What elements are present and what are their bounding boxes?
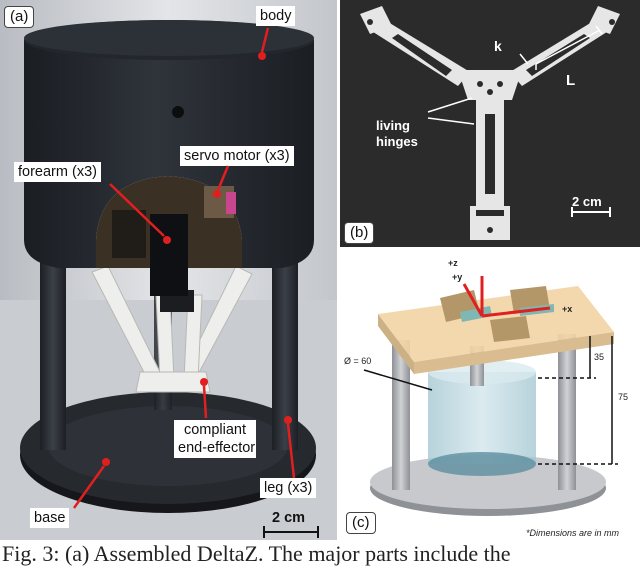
dimension-k-label: k [494, 38, 502, 54]
dimensions-note: *Dimensions are in mm [526, 528, 620, 538]
photo-panel-b: (b) k L living hinges 2 cm [340, 0, 640, 247]
living-hinges-line1: living [376, 118, 410, 133]
callout-forearm: forearm (x3) [14, 162, 101, 182]
axis-y-label: +y [452, 272, 463, 282]
living-hinges-label: living hinges [376, 118, 418, 150]
panel-c-label: (c) [346, 512, 376, 534]
diameter-label: Ø = 60 [344, 356, 372, 366]
dimension-35-label: 35 [594, 352, 605, 362]
callout-end-effector-line2: end-effector [178, 440, 256, 456]
callout-body: body [256, 6, 296, 26]
dimension-L-label: L [566, 72, 576, 89]
scale-bar-a-label: 2 cm [272, 510, 306, 526]
callout-end-effector-line1: compliant [183, 422, 247, 438]
flat-part-illustration [360, 6, 620, 240]
callout-base: base [30, 508, 70, 528]
panel-a-label: (a) [4, 6, 35, 28]
panel-a-callout-arrows [72, 27, 319, 538]
cad-render-illustration [363, 276, 618, 516]
scale-bar-b-label: 2 cm [572, 194, 602, 209]
photo-panel-a: (a) body servo motor (x3) forearm (x3) c… [0, 0, 337, 540]
callout-end-effector: compliant end-effector [174, 420, 256, 458]
callout-servo-motor: servo motor (x3) [180, 146, 294, 166]
axis-z-label: +z [448, 258, 458, 268]
panel-b-label: (b) [344, 222, 375, 244]
dimension-75-label: 75 [618, 392, 629, 402]
living-hinges-line2: hinges [376, 134, 418, 149]
callout-leg: leg (x3) [260, 478, 317, 498]
figure-caption: Fig. 3: (a) Assembled DeltaZ. The major … [2, 541, 511, 566]
cad-panel-c: +z +y +x Ø = 60 35 75 (c) *Dimensions ar… [340, 250, 640, 540]
axis-x-label: +x [562, 304, 573, 314]
